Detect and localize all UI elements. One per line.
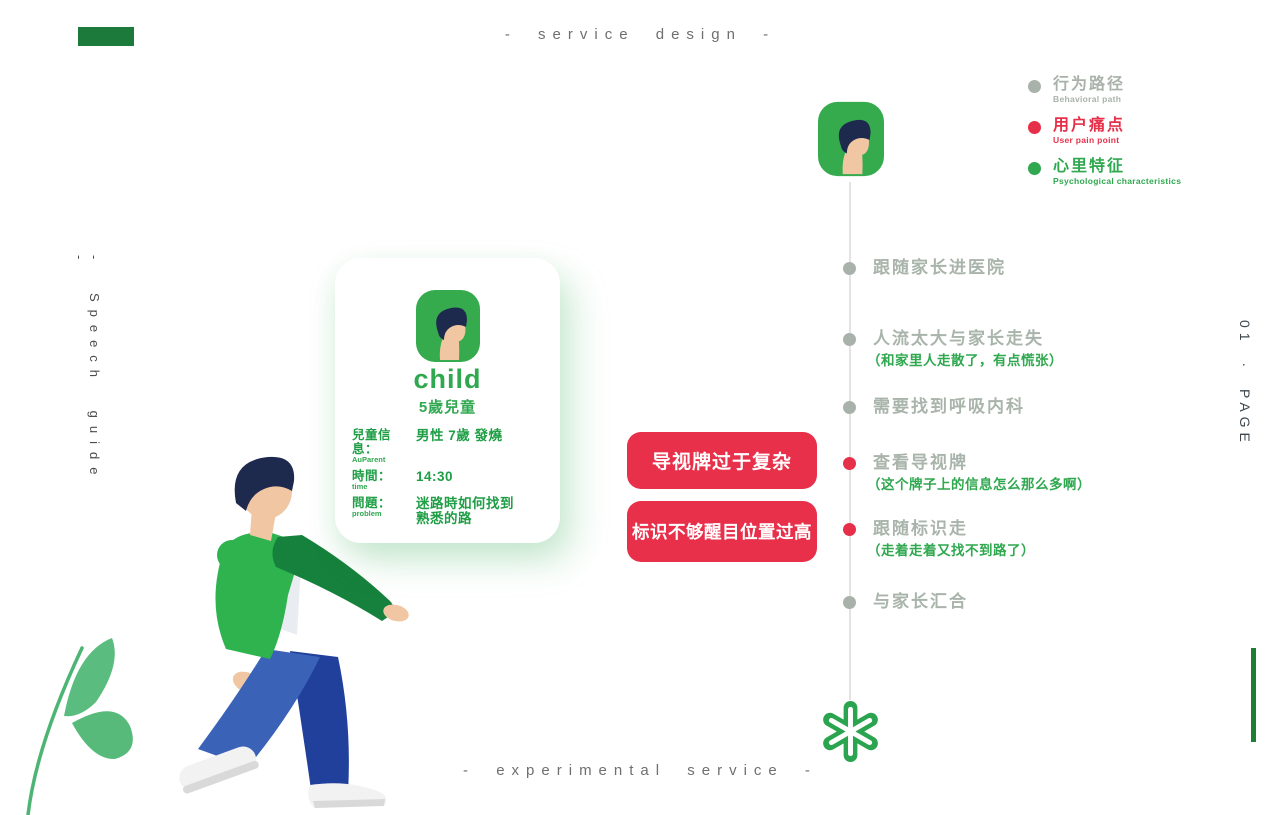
journey-step: 跟随家长进医院: [843, 257, 1006, 279]
step-note: （走着走着又找不到路了）: [867, 543, 1035, 558]
legend-item-psych-characteristics: 心里特征 Psychological characteristics: [1028, 158, 1258, 186]
persona-card: child 5歲兒童 兒童信息： AuParent 男性 7歲 發燒 時間： t…: [335, 258, 560, 543]
legend-label: 心里特征: [1053, 158, 1126, 175]
step-label: 与家长汇合: [873, 592, 968, 611]
timeline-avatar-icon: [818, 101, 884, 177]
persona-field-time: 時間： time 14:30: [352, 469, 560, 491]
journey-step: 跟随标识走 （走着走着又找不到路了）: [843, 518, 1035, 560]
field-value: 14:30: [416, 469, 454, 484]
step-dot-icon: [843, 333, 856, 346]
step-label: 人流太大与家长走失: [873, 329, 1044, 348]
legend-sublabel: Psychological characteristics: [1053, 176, 1182, 186]
journey-step: 查看导视牌 （这个牌子上的信息怎么那么多啊）: [843, 452, 1091, 494]
footer-title: - experimental service -: [463, 762, 817, 779]
pain-point-button-signage-complex[interactable]: 导视牌过于复杂: [627, 432, 817, 489]
page-number-vertical-label: 01 · PAGE: [1237, 320, 1253, 447]
asterisk-icon: [823, 700, 878, 763]
step-dot-icon: [843, 596, 856, 609]
field-label: 問題：: [352, 496, 392, 510]
step-note: （这个牌子上的信息怎么那么多啊）: [867, 477, 1091, 492]
journey-step: 人流太大与家长走失 （和家里人走散了，有点慌张）: [843, 328, 1063, 370]
step-dot-icon: [843, 523, 856, 536]
field-sublabel: AuParent: [352, 455, 386, 464]
persona-field-info: 兒童信息： AuParent 男性 7歲 發燒: [352, 428, 560, 464]
step-label: 跟随标识走: [873, 519, 968, 538]
step-dot-icon: [843, 262, 856, 275]
legend-label: 行为路径: [1053, 76, 1126, 93]
legend-dot-green-icon: [1028, 162, 1041, 175]
field-value-line2: 熟悉的路: [416, 511, 472, 526]
field-sublabel: time: [352, 482, 368, 491]
speech-guide-vertical-label: - Speech guide -: [72, 255, 102, 483]
brand-block: [78, 27, 134, 46]
field-value: 迷路時如何找到: [416, 496, 514, 511]
plant-illustration: [26, 638, 133, 815]
legend-dot-gray-icon: [1028, 80, 1041, 93]
field-label: 時間：: [352, 469, 392, 483]
persona-age-label: 5歲兒童: [418, 399, 477, 416]
persona-name: child: [413, 364, 482, 394]
step-label: 跟随家长进医院: [873, 258, 1006, 277]
journey-step: 需要找到呼吸内科: [843, 396, 1025, 418]
child-avatar-icon: [415, 290, 480, 362]
step-label: 查看导视牌: [873, 453, 968, 472]
step-note: （和家里人走散了，有点慌张）: [867, 353, 1063, 368]
field-sublabel: problem: [352, 509, 382, 518]
timeline-line: [849, 182, 851, 700]
field-label: 兒童信息：: [352, 428, 392, 456]
slide-title: - service design -: [504, 26, 776, 43]
pain-point-button-sign-position[interactable]: 标识不够醒目位置过高: [627, 501, 817, 562]
legend-sublabel: User pain point: [1053, 135, 1120, 145]
field-value: 男性 7歲 發燒: [416, 428, 503, 443]
persona-field-problem: 問題： problem 迷路時如何找到 熟悉的路: [352, 496, 560, 526]
legend-dot-red-icon: [1028, 121, 1041, 134]
step-dot-icon: [843, 401, 856, 414]
legend-sublabel: Behavioral path: [1053, 94, 1122, 104]
legend-label: 用户痛点: [1053, 117, 1126, 134]
persona-fields: 兒童信息： AuParent 男性 7歲 發燒 時間： time 14:30 問…: [335, 428, 560, 526]
journey-step: 与家长汇合: [843, 591, 968, 613]
walking-child-illustration: [179, 456, 409, 808]
legend-item-user-pain-point: 用户痛点 User pain point: [1028, 117, 1258, 145]
step-label: 需要找到呼吸内科: [873, 397, 1025, 416]
step-dot-icon: [843, 457, 856, 470]
accent-bar: [1251, 648, 1256, 742]
legend-item-behavioral-path: 行为路径 Behavioral path: [1028, 76, 1258, 104]
legend: 行为路径 Behavioral path 用户痛点 User pain poin…: [1028, 76, 1258, 199]
